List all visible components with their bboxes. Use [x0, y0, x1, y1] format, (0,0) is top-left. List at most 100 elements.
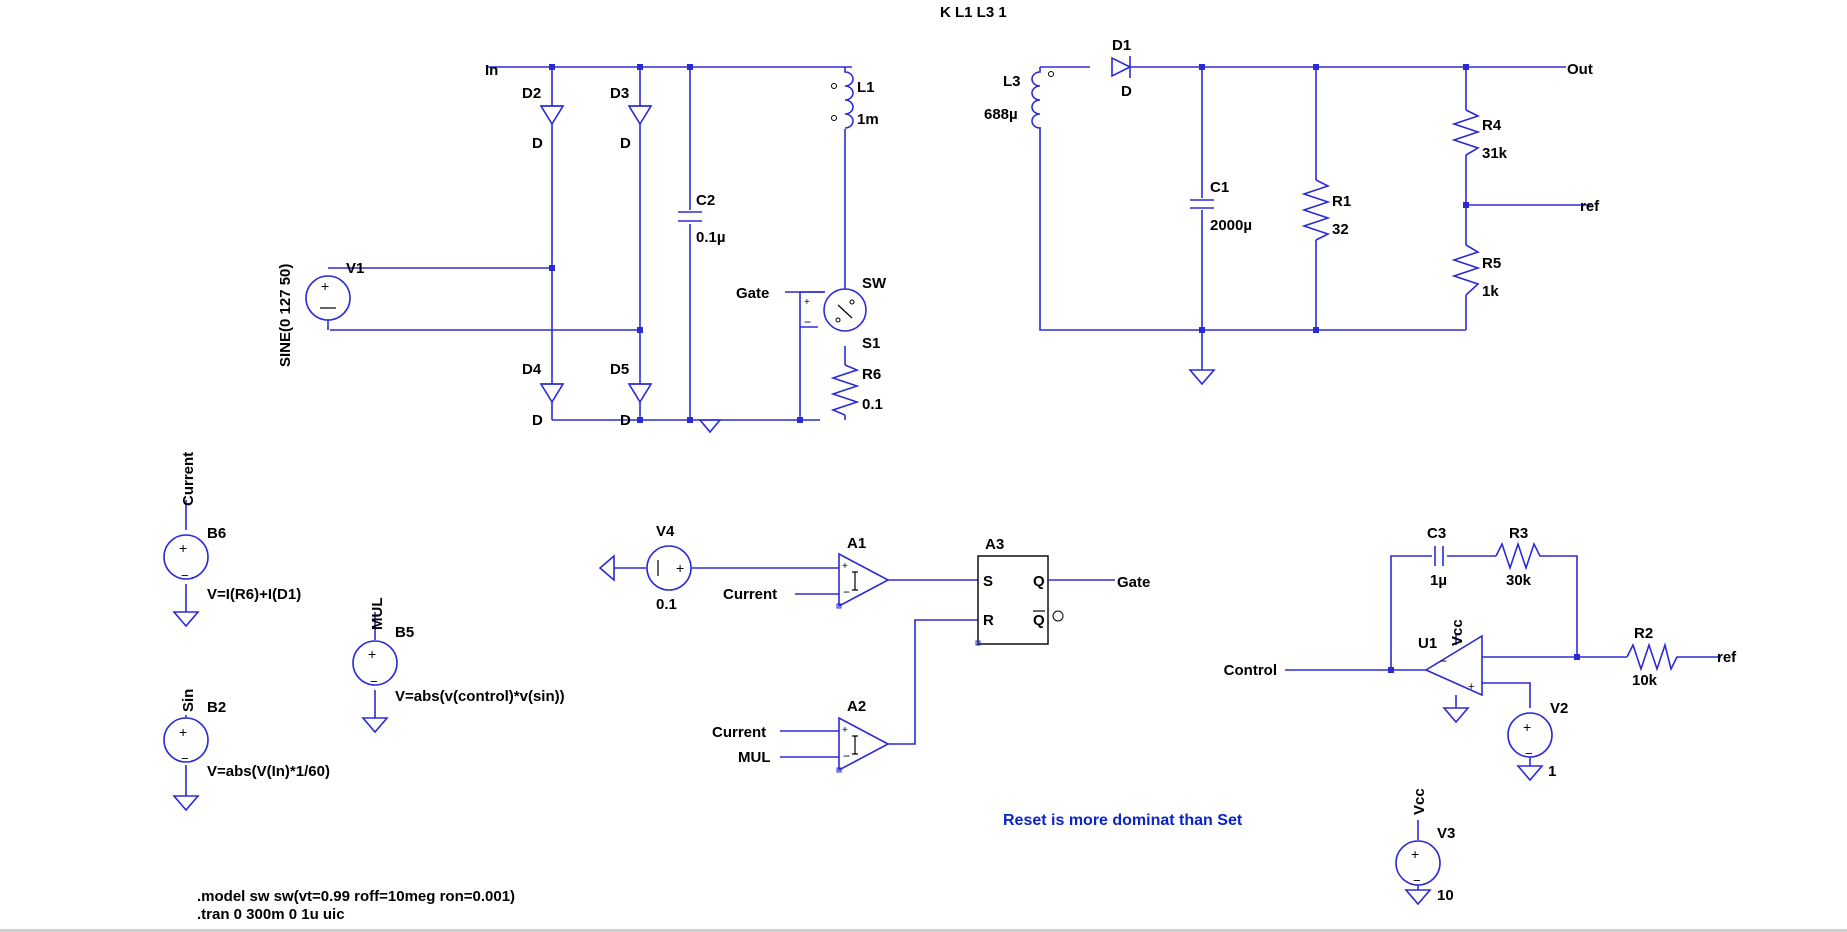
ground-u1	[1442, 707, 1470, 724]
resistor-r4-value: 31k	[1482, 145, 1508, 162]
svg-text:−: −	[1440, 654, 1447, 668]
diode-d5[interactable]: D5 D	[610, 361, 653, 429]
svg-text:−: −	[181, 751, 189, 766]
capacitor-c2-ref: C2	[696, 192, 715, 209]
diode-d2-value: D	[532, 135, 543, 152]
resistor-r3-value: 30k	[1506, 572, 1532, 589]
net-label-gate-ff[interactable]: Gate	[1117, 574, 1150, 591]
capacitor-c1[interactable]: C1 2000µ	[1188, 179, 1252, 234]
svg-text:+: +	[321, 278, 329, 294]
diode-d1[interactable]: D1 D	[1111, 37, 1132, 100]
diode-d3[interactable]: D3 D	[610, 85, 653, 152]
net-label-gate-sw[interactable]: Gate	[736, 285, 769, 302]
error-amp-junctions	[1388, 654, 1580, 673]
ground-secondary	[1188, 369, 1216, 386]
net-label-control[interactable]: Control	[1224, 662, 1277, 679]
capacitor-c3[interactable]: C3 1µ	[1427, 525, 1447, 589]
inductor-l3-value: 688µ	[984, 106, 1018, 123]
bsource-b5-expr: V=abs(v(control)*v(sin))	[395, 688, 565, 705]
svg-text:−: −	[1525, 746, 1533, 761]
diode-d2[interactable]: D2 D	[522, 85, 565, 152]
voltage-source-v2[interactable]: + − V2 1	[1507, 700, 1568, 782]
net-label-current-a2[interactable]: Current	[712, 724, 766, 741]
capacitor-c1-value: 2000µ	[1210, 217, 1252, 234]
bsource-b5[interactable]: + − B5 V=abs(v(control)*v(sin))	[352, 612, 565, 734]
svg-text:+: +	[1468, 681, 1474, 693]
diode-d4[interactable]: D4 D	[522, 361, 565, 429]
svg-text:+: +	[804, 297, 810, 308]
svg-text:+: +	[179, 540, 187, 556]
net-label-sin-b2[interactable]: Sin	[180, 689, 197, 712]
svg-text:−: −	[843, 585, 850, 599]
voltage-source-v3-value: 10	[1437, 887, 1454, 904]
svg-text:−: −	[804, 315, 811, 329]
bsource-b2-ref: B2	[207, 699, 226, 716]
net-label-vcc-u1[interactable]: Vcc	[1449, 619, 1466, 646]
diode-d2-ref: D2	[522, 85, 541, 102]
inductor-l3-ref: L3	[1003, 73, 1021, 90]
capacitor-c2[interactable]: C2 0.1µ	[676, 192, 726, 246]
diode-d3-value: D	[620, 135, 631, 152]
bsource-b6[interactable]: + − B6 V=I(R6)+I(D1)	[163, 500, 301, 628]
capacitor-c2-value: 0.1µ	[696, 229, 726, 246]
voltage-source-v2-value: 1	[1548, 763, 1556, 780]
inductor-l3[interactable]: L3 688µ	[984, 67, 1054, 129]
bsource-b5-ref: B5	[395, 624, 414, 641]
spice-directive-tran[interactable]: .tran 0 300m 0 1u uic	[197, 906, 345, 923]
resistor-r5-value: 1k	[1482, 283, 1499, 300]
resistor-r2-ref: R2	[1634, 625, 1653, 642]
inductor-l1[interactable]: L1 1m	[831, 67, 879, 129]
resistor-r3-ref: R3	[1509, 525, 1528, 542]
bridge-wires	[330, 66, 852, 421]
comment-reset-dominant[interactable]: Reset is more dominat than Set	[1003, 812, 1243, 829]
flipflop-a3[interactable]: A3 S R Q Q	[975, 536, 1115, 646]
spice-directive-model[interactable]: .model sw sw(vt=0.99 roff=10meg ron=0.00…	[197, 888, 515, 905]
voltage-source-v1[interactable]: + V1 SINE(0 127 50)	[277, 260, 364, 367]
bsource-b2[interactable]: + − B2 V=abs(V(In)*1/60)	[163, 699, 330, 812]
switch-sw[interactable]: + − SW S1	[785, 275, 887, 352]
svg-text:−: −	[843, 749, 850, 763]
diode-d3-ref: D3	[610, 85, 629, 102]
net-label-in[interactable]: In	[485, 62, 498, 79]
error-amp-wires	[1285, 555, 1721, 708]
resistor-r2[interactable]: R2 10k	[1626, 625, 1683, 689]
svg-text:+: +	[1523, 719, 1531, 735]
diode-d4-ref: D4	[522, 361, 542, 378]
resistor-r4-ref: R4	[1482, 117, 1502, 134]
voltage-source-v4[interactable]: + V4 0.1	[598, 523, 839, 613]
resistor-r1[interactable]: R1 32	[1301, 179, 1351, 241]
net-label-current-a1[interactable]: Current	[723, 586, 777, 603]
net-label-current-b6[interactable]: Current	[180, 452, 197, 506]
coupling-directive[interactable]: K L1 L3 1	[940, 4, 1007, 21]
comparator-a1[interactable]: + − A1	[795, 535, 978, 609]
diode-d4-value: D	[532, 412, 543, 429]
net-label-mul-b5[interactable]: MUL	[369, 598, 386, 631]
comparator-a1-ref: A1	[847, 535, 866, 552]
diode-d1-ref: D1	[1112, 37, 1131, 54]
net-label-mul-a2[interactable]: MUL	[738, 749, 771, 766]
voltage-source-v3[interactable]: + − V3 10	[1395, 820, 1455, 906]
resistor-r3[interactable]: R3 30k	[1495, 525, 1545, 589]
voltage-source-v4-ref: V4	[656, 523, 675, 540]
capacitor-c1-ref: C1	[1210, 179, 1229, 196]
net-label-ref-r4r5[interactable]: ref	[1580, 198, 1600, 215]
comparator-a2[interactable]: + − A2	[780, 619, 978, 773]
resistor-r5[interactable]: R5 1k	[1451, 244, 1501, 300]
opamp-u1[interactable]: − + U1	[1418, 634, 1483, 697]
svg-text:+: +	[842, 725, 848, 736]
comparator-a2-ref: A2	[847, 698, 866, 715]
svg-text:+: +	[179, 724, 187, 740]
capacitor-c3-value: 1µ	[1430, 572, 1447, 589]
resistor-r6[interactable]: R6 0.1	[830, 364, 883, 416]
resistor-r1-value: 32	[1332, 221, 1349, 238]
net-label-out[interactable]: Out	[1567, 61, 1593, 78]
net-label-ref-r2[interactable]: ref	[1717, 649, 1737, 666]
svg-text:−: −	[1413, 873, 1421, 888]
resistor-r4[interactable]: R4 31k	[1451, 109, 1508, 162]
diode-d1-value: D	[1121, 83, 1132, 100]
voltage-source-v2-ref: V2	[1550, 700, 1568, 717]
net-label-vcc-v3[interactable]: Vcc	[1411, 788, 1428, 815]
flipflop-a3-pin-r: R	[983, 612, 994, 629]
voltage-source-v4-value: 0.1	[656, 596, 677, 613]
